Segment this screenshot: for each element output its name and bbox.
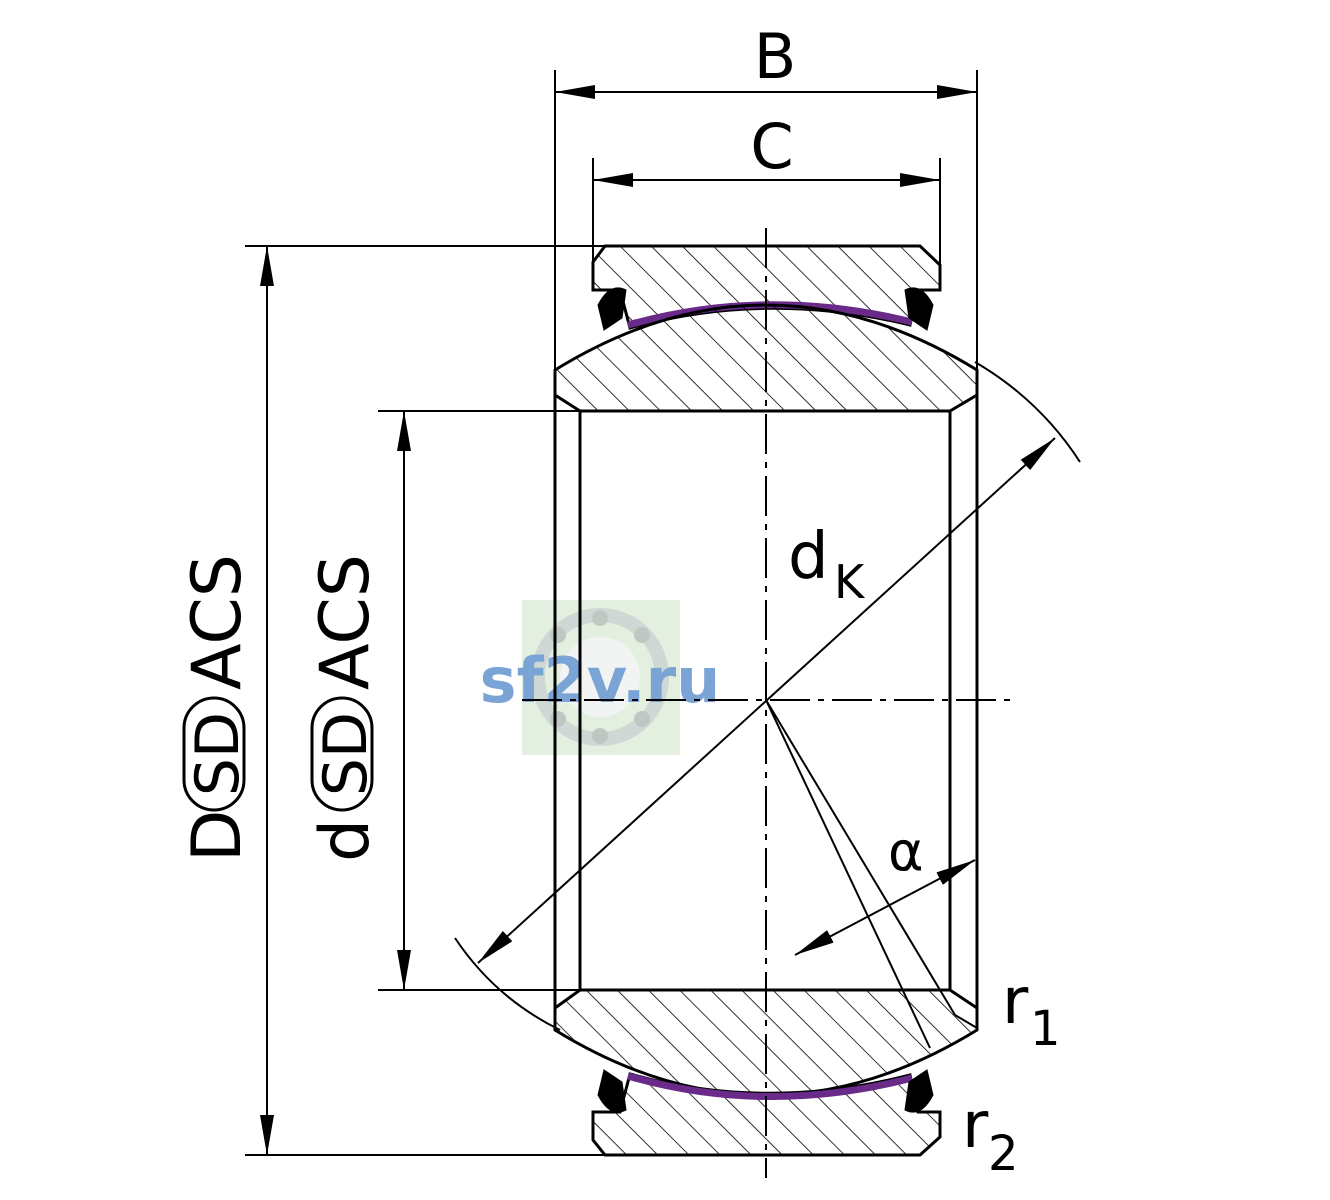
alpha-arc-dimension	[794, 859, 976, 956]
label-alpha: α	[888, 820, 924, 883]
label-bore-diameter: d SD ACS	[306, 554, 385, 862]
seal-top-left	[597, 287, 627, 331]
sphere-arc-upper	[974, 361, 1081, 463]
watermark-ball	[550, 627, 566, 643]
label-C: C	[750, 110, 793, 183]
watermark-ball	[634, 627, 650, 643]
sliding-liner-bottom	[627, 1072, 913, 1100]
extension-lines	[245, 70, 978, 1156]
label-r2-subscript: 2	[988, 1126, 1019, 1182]
tilt-angle-construction	[765, 699, 978, 1049]
seal-bottom-right	[904, 1069, 934, 1113]
watermark-text: sf2v.ru	[480, 644, 721, 717]
label-d-suffix: ACS	[306, 554, 385, 690]
sphere-arc-lower	[454, 937, 561, 1031]
label-D-prefix: D	[178, 810, 257, 862]
label-D-suffix: ACS	[178, 554, 257, 690]
label-outer-diameter: D SD ACS	[178, 554, 257, 862]
label-d-code-frame	[310, 696, 374, 812]
label-D-code: SD	[183, 712, 253, 796]
label-D-code-frame	[182, 696, 246, 812]
label-d-prefix: d	[306, 819, 385, 862]
watermark-ball	[592, 728, 608, 744]
label-r2: r	[962, 1089, 989, 1163]
label-r1-subscript: 1	[1030, 1001, 1061, 1057]
watermark: sf2v.ru	[480, 600, 721, 755]
label-dk: d	[788, 520, 829, 594]
dimension-lines	[260, 85, 1056, 1155]
label-B: B	[754, 20, 797, 93]
seal-top-right	[904, 287, 934, 331]
label-d-code: SD	[311, 712, 381, 796]
seal-bottom-left	[597, 1069, 627, 1113]
label-r1: r	[1002, 965, 1029, 1039]
watermark-ball	[592, 610, 608, 626]
seals	[597, 287, 934, 1113]
label-dk-subscript: K	[834, 555, 866, 609]
